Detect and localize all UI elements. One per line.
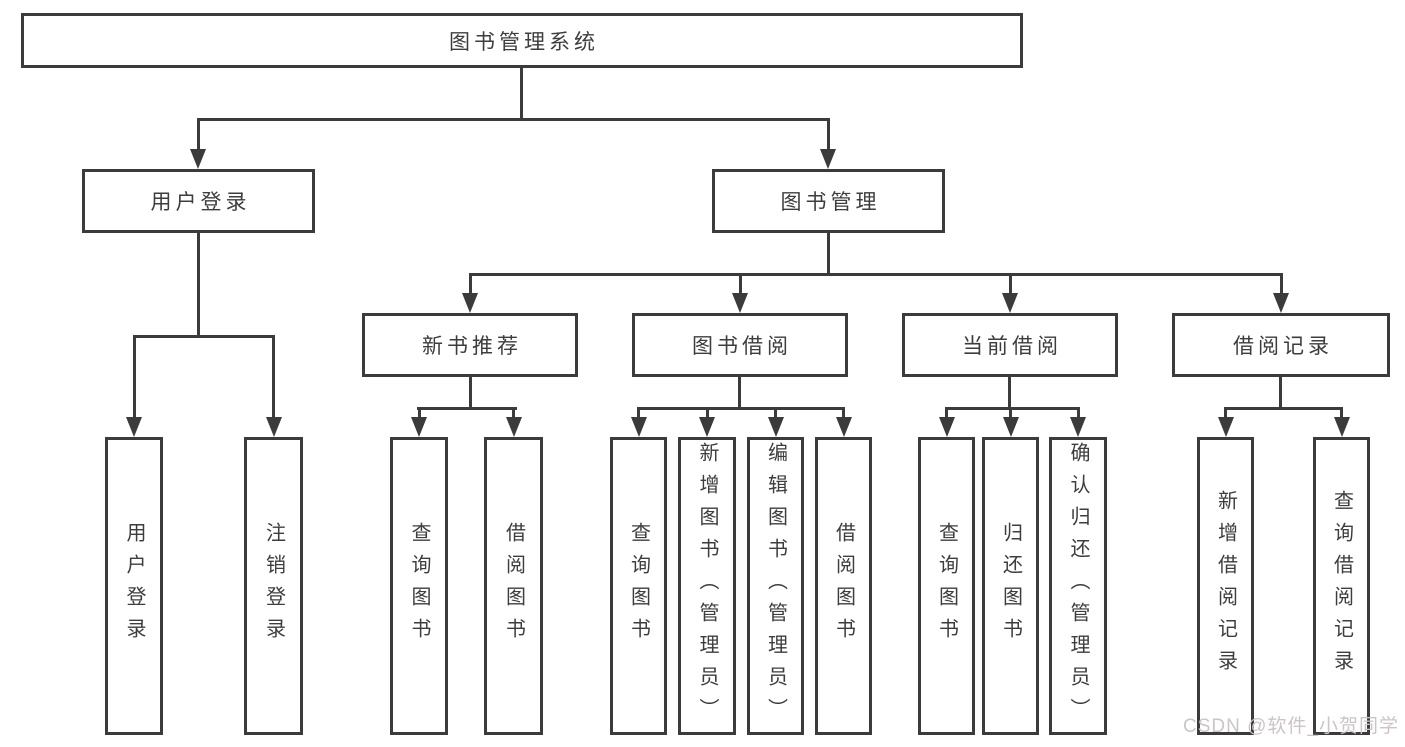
connector-line [739, 273, 742, 297]
arrowhead-down-icon [1003, 417, 1019, 437]
leaf-search-books-current: 查询图书 [918, 437, 975, 735]
node-current-borrowing-label: 当前借阅 [962, 335, 1062, 358]
arrowhead-down-icon [1218, 417, 1234, 437]
arrowhead-down-icon [506, 417, 522, 437]
arrowhead-down-icon [732, 293, 748, 313]
leaf-confirm-return-admin: 确认归还（管理员） [1049, 437, 1107, 735]
arrowhead-down-icon [699, 417, 715, 437]
connector-line [133, 335, 275, 338]
connector-line [827, 233, 830, 275]
leaf-user-login: 用户登录 [105, 437, 163, 735]
leaf-search-books-borrowing-label: 查询图书 [627, 522, 650, 650]
arrowhead-down-icon [1002, 293, 1018, 313]
arrowhead-down-icon [1334, 417, 1350, 437]
connector-line [842, 407, 845, 421]
leaf-add-borrow-record-label: 新增借阅记录 [1214, 490, 1237, 682]
leaf-search-books-recommend-label: 查询图书 [408, 522, 430, 650]
connector-line [469, 273, 1283, 276]
leaf-logout: 注销登录 [244, 437, 303, 735]
arrowhead-down-icon [1070, 417, 1086, 437]
node-book-borrowing-label: 图书借阅 [692, 335, 792, 358]
leaf-borrow-books-recommend-label: 借阅图书 [502, 522, 525, 650]
leaf-borrow-books-borrowing: 借阅图书 [815, 437, 872, 735]
arrowhead-down-icon [768, 417, 784, 437]
connector-line [738, 377, 741, 409]
connector-line [1224, 407, 1227, 421]
connector-line [774, 407, 777, 421]
connector-line [512, 407, 515, 421]
connector-line [133, 335, 136, 421]
node-root-label: 图书管理系统 [449, 30, 599, 54]
leaf-add-borrow-record: 新增借阅记录 [1197, 437, 1254, 735]
leaf-return-books-label: 归还图书 [999, 522, 1022, 650]
leaf-user-login-label: 用户登录 [123, 522, 145, 650]
connector-line [1077, 407, 1080, 421]
node-borrow-records: 借阅记录 [1172, 313, 1390, 377]
connector-line [197, 233, 200, 337]
arrowhead-down-icon [820, 149, 836, 169]
leaf-search-books-current-label: 查询图书 [935, 522, 958, 650]
leaf-borrow-books-recommend: 借阅图书 [484, 437, 543, 735]
connector-line [469, 377, 472, 409]
node-user-login-label: 用户登录 [150, 191, 251, 214]
connector-line [1279, 377, 1282, 409]
connector-line [1280, 273, 1283, 297]
arrowhead-down-icon [266, 417, 282, 437]
connector-line [637, 407, 845, 410]
connector-line [1008, 377, 1011, 409]
arrowhead-down-icon [411, 417, 427, 437]
connector-line [197, 118, 200, 153]
connector-line [827, 118, 830, 153]
node-user-login: 用户登录 [82, 169, 315, 233]
leaf-confirm-return-admin-label: 确认归还（管理员） [1067, 442, 1089, 730]
leaf-search-books-borrowing: 查询图书 [610, 437, 667, 735]
arrowhead-down-icon [631, 417, 647, 437]
leaf-search-borrow-record: 查询借阅记录 [1313, 437, 1370, 735]
leaf-search-books-recommend: 查询图书 [390, 437, 448, 735]
connector-line [945, 407, 948, 421]
arrowhead-down-icon [1273, 293, 1289, 313]
node-borrow-records-label: 借阅记录 [1233, 335, 1333, 358]
connector-line [1224, 407, 1343, 410]
node-root: 图书管理系统 [21, 13, 1023, 68]
connector-line [1009, 407, 1012, 421]
arrowhead-down-icon [836, 417, 852, 437]
connector-line [1009, 273, 1012, 297]
connector-line [197, 118, 830, 121]
connector-line [637, 407, 640, 421]
node-current-borrowing: 当前借阅 [902, 313, 1118, 377]
node-book-management: 图书管理 [712, 169, 945, 233]
arrowhead-down-icon [126, 417, 142, 437]
watermark-text: CSDN @软件_小贺同学 [1183, 716, 1399, 737]
connector-line [417, 407, 517, 410]
leaf-logout-label: 注销登录 [262, 522, 285, 650]
leaf-edit-book-admin-label: 编辑图书（管理员） [764, 442, 787, 730]
node-book-borrowing: 图书借阅 [632, 313, 848, 377]
connector-line [520, 68, 523, 120]
arrowhead-down-icon [462, 293, 478, 313]
leaf-edit-book-admin: 编辑图书（管理员） [747, 437, 804, 735]
connector-line [1340, 407, 1343, 421]
leaf-add-book-admin: 新增图书（管理员） [678, 437, 736, 735]
leaf-return-books: 归还图书 [982, 437, 1039, 735]
connector-line [945, 407, 1080, 410]
node-new-book-recommend: 新书推荐 [362, 313, 578, 377]
connector-line [706, 407, 709, 421]
arrowhead-down-icon [939, 417, 955, 437]
node-book-management-label: 图书管理 [780, 191, 881, 214]
connector-line [272, 335, 275, 421]
leaf-add-book-admin-label: 新增图书（管理员） [696, 442, 718, 730]
leaf-search-borrow-record-label: 查询借阅记录 [1330, 490, 1353, 682]
leaf-borrow-books-borrowing-label: 借阅图书 [832, 522, 855, 650]
node-new-book-recommend-label: 新书推荐 [422, 335, 522, 358]
connector-line [469, 273, 472, 297]
connector-line [418, 407, 421, 421]
arrowhead-down-icon [190, 149, 206, 169]
